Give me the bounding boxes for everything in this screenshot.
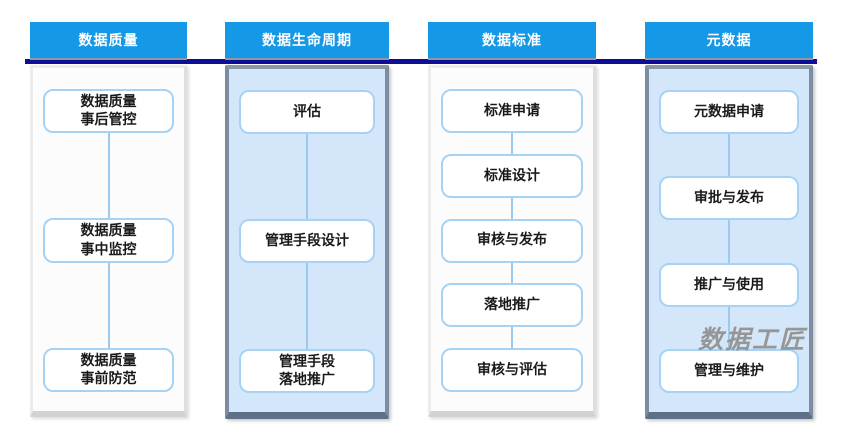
node-box: 管理与维护 xyxy=(659,348,799,393)
node-box: 标准申请 xyxy=(441,89,583,133)
node-box: 管理手段设计 xyxy=(239,219,375,264)
column-panel-data-standard: 标准申请标准设计审核与发布落地推广审核与评估 xyxy=(428,65,596,417)
column-panel-data-lifecycle: 评估管理手段设计管理手段 落地推广 xyxy=(225,65,389,419)
node-box: 审核与评估 xyxy=(441,348,583,392)
node-box: 评估 xyxy=(239,90,375,134)
node-box: 审核与发布 xyxy=(441,218,583,263)
column-metadata: 元数据元数据申请审批与发布推广与使用管理与维护 xyxy=(645,22,813,419)
column-header-data-standard: 数据标准 xyxy=(428,22,596,60)
node-box: 推广与使用 xyxy=(659,262,799,307)
node-box: 审批与发布 xyxy=(659,176,799,221)
node-box: 标准设计 xyxy=(441,153,583,198)
watermark: 数据工匠 xyxy=(698,325,807,354)
node-box: 管理手段 落地推广 xyxy=(239,348,375,393)
node-box: 数据质量 事前防范 xyxy=(43,347,174,392)
column-panel-data-quality: 数据质量 事后管控数据质量 事中监控数据质量 事前防范 xyxy=(30,65,187,417)
node-box: 元数据申请 xyxy=(659,90,799,134)
column-data-standard: 数据标准标准申请标准设计审核与发布落地推广审核与评估 xyxy=(428,22,596,417)
column-header-data-quality: 数据质量 xyxy=(30,22,187,60)
column-header-data-lifecycle: 数据生命周期 xyxy=(225,22,389,60)
column-data-quality: 数据质量数据质量 事后管控数据质量 事中监控数据质量 事前防范 xyxy=(30,22,187,417)
node-box: 数据质量 事中监控 xyxy=(43,218,174,263)
navy-divider-bar xyxy=(25,59,817,64)
column-panel-metadata: 元数据申请审批与发布推广与使用管理与维护 xyxy=(645,65,813,419)
node-box: 落地推广 xyxy=(441,283,583,328)
column-data-lifecycle: 数据生命周期评估管理手段设计管理手段 落地推广 xyxy=(225,22,389,419)
connector-line xyxy=(728,103,730,378)
column-header-metadata: 元数据 xyxy=(645,22,813,60)
node-box: 数据质量 事后管控 xyxy=(43,89,174,134)
